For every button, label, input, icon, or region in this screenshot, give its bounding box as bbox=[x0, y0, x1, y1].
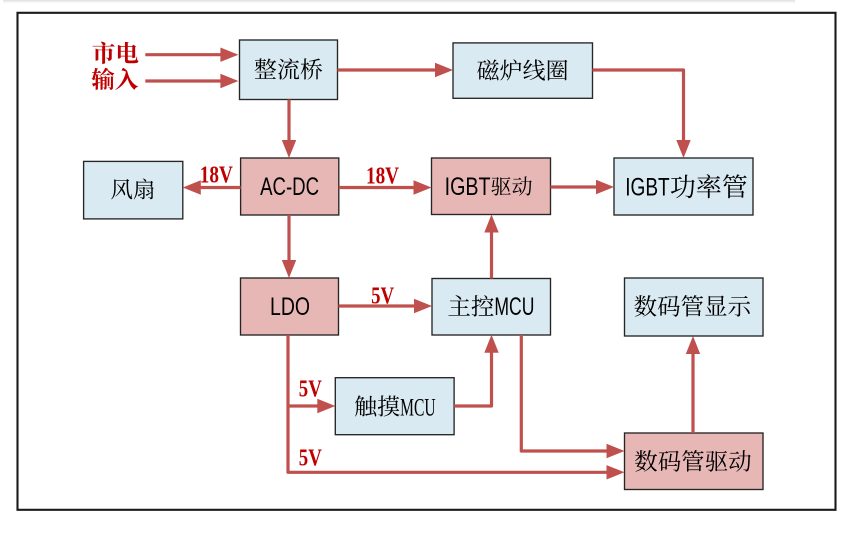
svg-text:5V: 5V bbox=[299, 377, 323, 403]
svg-text:5V: 5V bbox=[299, 446, 323, 472]
svg-text:MCU: MCU bbox=[400, 394, 436, 421]
svg-text:LDO: LDO bbox=[270, 293, 310, 321]
svg-text:AC-DC: AC-DC bbox=[260, 173, 319, 201]
svg-text:18V: 18V bbox=[366, 164, 400, 190]
svg-text:IGBT: IGBT bbox=[625, 174, 670, 202]
svg-text:IGBT: IGBT bbox=[445, 173, 491, 201]
svg-text:MCU: MCU bbox=[494, 293, 534, 321]
svg-text:18V: 18V bbox=[200, 163, 234, 189]
svg-text:5V: 5V bbox=[371, 284, 395, 310]
